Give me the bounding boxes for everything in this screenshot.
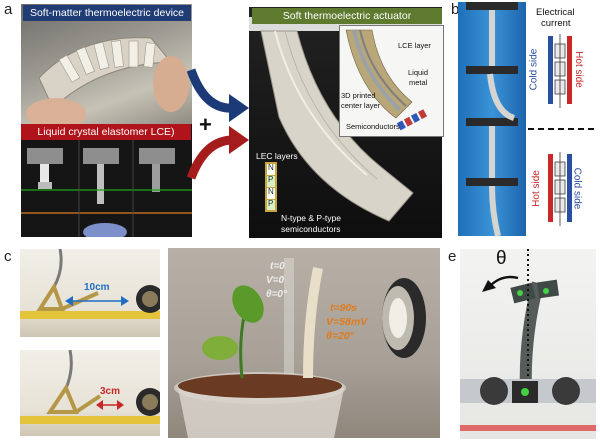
np-cell-4 xyxy=(267,200,275,210)
cold-side-label-bottom: Cold side xyxy=(571,167,583,210)
device-banner: Soft-matter thermoelectric device xyxy=(23,5,191,21)
device-illustration xyxy=(26,37,189,129)
np-cell-2 xyxy=(267,176,275,187)
schematic-bottom xyxy=(548,152,572,226)
initial-angle: θ=0° xyxy=(266,289,287,300)
distance-arrow-bottom xyxy=(96,400,124,410)
inset-label-semiconductors: Semiconductors xyxy=(346,122,400,131)
panel-b-divider xyxy=(528,128,594,130)
initial-voltage: V=0 xyxy=(266,275,285,286)
inset-label-center-layer: center layer xyxy=(341,101,381,110)
panel-c-top-illustration xyxy=(20,249,160,319)
device-photo xyxy=(21,4,192,129)
np-letter-4: P xyxy=(268,199,274,208)
blue-arrow-shaft xyxy=(186,68,234,113)
distance-label-bottom: 3cm xyxy=(100,386,121,397)
panel-b-illustration xyxy=(466,2,518,236)
actuator-banner: Soft thermoelectric actuator xyxy=(252,8,442,24)
electrical-current-line2: current xyxy=(541,18,571,29)
lec-layers-label: LEC layers xyxy=(256,151,298,161)
electrical-current-line1: Electrical xyxy=(536,7,575,18)
lce-photo xyxy=(21,124,192,237)
np-letter-2: P xyxy=(268,175,274,184)
distance-label-top: 10cm xyxy=(84,282,110,293)
panel-d-illustration xyxy=(174,258,426,438)
actuator-inset xyxy=(339,25,444,137)
final-time: t=90s xyxy=(330,302,358,314)
np-letter-3: N xyxy=(268,187,274,196)
panel-e-photo xyxy=(460,249,596,439)
distance-arrow-top xyxy=(65,296,129,306)
panel-letter-b: b xyxy=(451,1,460,18)
inset-label-3d-printed: 3D printed xyxy=(341,91,376,100)
panel-d-photo xyxy=(168,248,440,438)
panel-letter-a: a xyxy=(4,1,13,18)
panel-e-illustration xyxy=(460,279,596,431)
inset-label-liquid: Liquid xyxy=(408,68,429,77)
blue-arrow-head xyxy=(229,94,249,122)
cold-side-label-top: Cold side xyxy=(528,48,540,91)
panel-c-photo-bottom xyxy=(20,350,160,436)
panel-letter-c: c xyxy=(4,248,12,265)
np-stack xyxy=(265,162,277,212)
rotation-arrow xyxy=(482,275,519,292)
red-arrow-shaft xyxy=(186,135,234,180)
inset-diagram xyxy=(345,29,428,131)
schematic-top xyxy=(548,34,572,108)
inset-label-lce-layer: LCE layer xyxy=(398,41,431,50)
final-angle: θ=20° xyxy=(326,330,354,342)
red-arrow-head xyxy=(229,126,249,154)
panel-letter-e: e xyxy=(448,248,457,265)
lce-illustration xyxy=(21,138,192,237)
flow-arrows xyxy=(186,68,249,180)
panel-b-photo xyxy=(458,2,526,236)
lce-banner: Liquid crystal elastomer LCE) xyxy=(21,124,191,140)
hot-side-label-top: Hot side xyxy=(572,51,584,88)
np-letter-1: N xyxy=(268,163,274,172)
plus-sign: + xyxy=(199,112,212,137)
np-cell-3 xyxy=(267,188,275,199)
np-cell-1 xyxy=(267,164,275,175)
np-semiconductors-line1: N-type & P-type xyxy=(281,213,341,223)
inset-label-metal: metal xyxy=(409,78,428,87)
panel-c-photo-top xyxy=(20,249,160,337)
theta-symbol: θ xyxy=(496,248,507,269)
initial-time: t=0 xyxy=(270,261,285,272)
np-semiconductors-line2: semiconductors xyxy=(281,224,341,234)
final-voltage: V=58mV xyxy=(326,316,368,328)
panel-c-bottom-illustration xyxy=(20,350,160,424)
hot-side-label-bottom: Hot side xyxy=(530,170,542,207)
vertical-reference-line xyxy=(527,249,529,379)
